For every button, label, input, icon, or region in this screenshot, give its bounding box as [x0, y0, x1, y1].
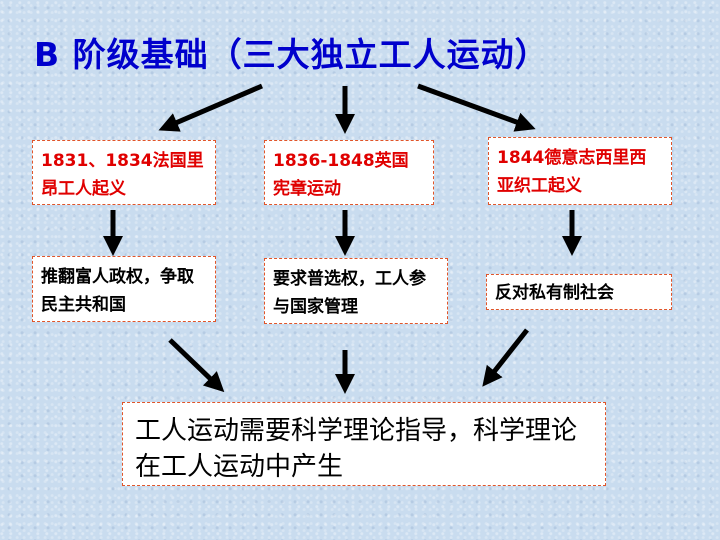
goal-box-chartism: 要求普选权，工人参与国家管理 [264, 258, 448, 324]
event-text-lyon: 1831、1834法国里昂工人起义 [41, 151, 204, 199]
event-box-silesia: 1844德意志西里西亚织工起义 [488, 137, 672, 205]
goal-box-lyon: 推翻富人政权，争取民主共和国 [32, 256, 216, 322]
arrow-title-to-silesia [417, 83, 536, 132]
goal-box-silesia: 反对私有制社会 [486, 274, 672, 310]
arrow-silesia-to-conclusion [482, 328, 529, 387]
event-text-chartism: 1836-1848英国宪章运动 [273, 151, 409, 199]
goal-text-lyon: 推翻富人政权，争取民主共和国 [41, 267, 194, 315]
event-box-chartism: 1836-1848英国宪章运动 [264, 140, 434, 205]
slide-title: B 阶级基础（三大独立工人运动） [34, 35, 549, 74]
conclusion-text: 工人运动需要科学理论指导，科学理论在工人运动中产生 [135, 416, 578, 482]
event-box-lyon: 1831、1834法国里昂工人起义 [32, 140, 216, 205]
goal-text-chartism: 要求普选权，工人参与国家管理 [273, 269, 426, 317]
arrow-title-to-lyon [158, 83, 263, 132]
event-text-silesia: 1844德意志西里西亚织工起义 [497, 148, 647, 196]
arrow-lyon-to-conclusion [168, 338, 225, 393]
goal-text-silesia: 反对私有制社会 [495, 283, 614, 303]
conclusion-box: 工人运动需要科学理论指导，科学理论在工人运动中产生 [122, 402, 606, 486]
